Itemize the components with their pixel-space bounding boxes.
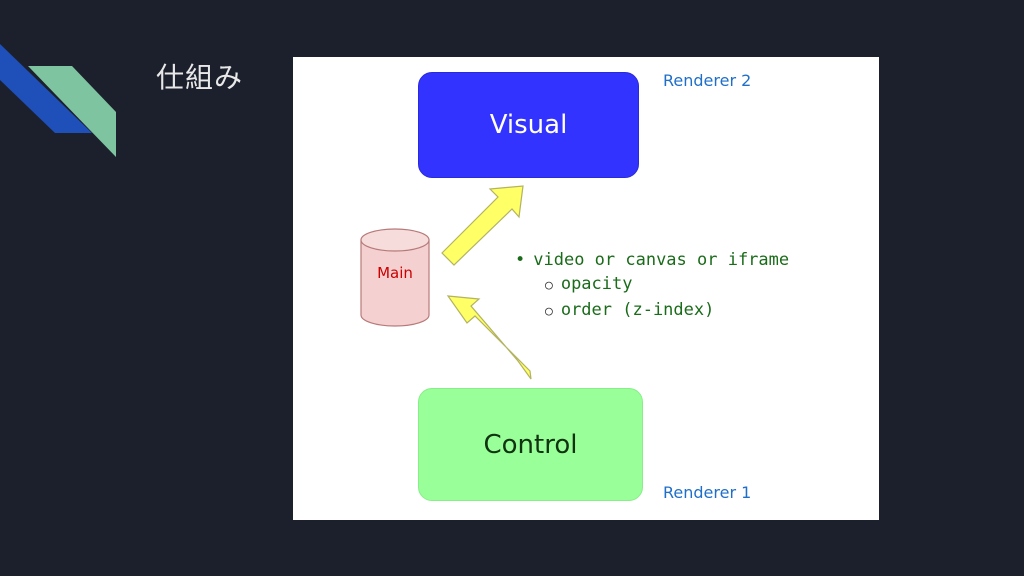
visual-box: Visual (418, 72, 639, 178)
bullet-list: •video or canvas or iframe ○opacity ○ord… (515, 248, 789, 324)
circle-bullet-icon: ○ (545, 304, 553, 319)
renderer-2-label: Renderer 2 (663, 71, 752, 90)
circle-bullet-icon: ○ (545, 278, 553, 293)
arrow-up-right (441, 185, 524, 266)
blue-stripe-shape (0, 44, 92, 133)
green-stripe-shape (28, 66, 116, 157)
renderer-1-label: Renderer 1 (663, 483, 752, 502)
slide-title: 仕組み (156, 61, 244, 94)
bullet-item: •video or canvas or iframe (515, 250, 790, 270)
bullet-dot-icon: • (515, 250, 526, 270)
main-label: Main (377, 264, 413, 282)
diagram-canvas: Visual Control Main Renderer 2 Renderer … (293, 57, 879, 520)
control-box: Control (418, 388, 643, 501)
sub-bullet-item: ○opacity (545, 274, 633, 294)
arrow-up-left (446, 295, 532, 380)
sub-bullet-item: ○order (z-index) (545, 300, 715, 320)
corner-decoration (0, 44, 116, 157)
main-cylinder (360, 228, 430, 327)
diagram-shapes (360, 185, 532, 380)
